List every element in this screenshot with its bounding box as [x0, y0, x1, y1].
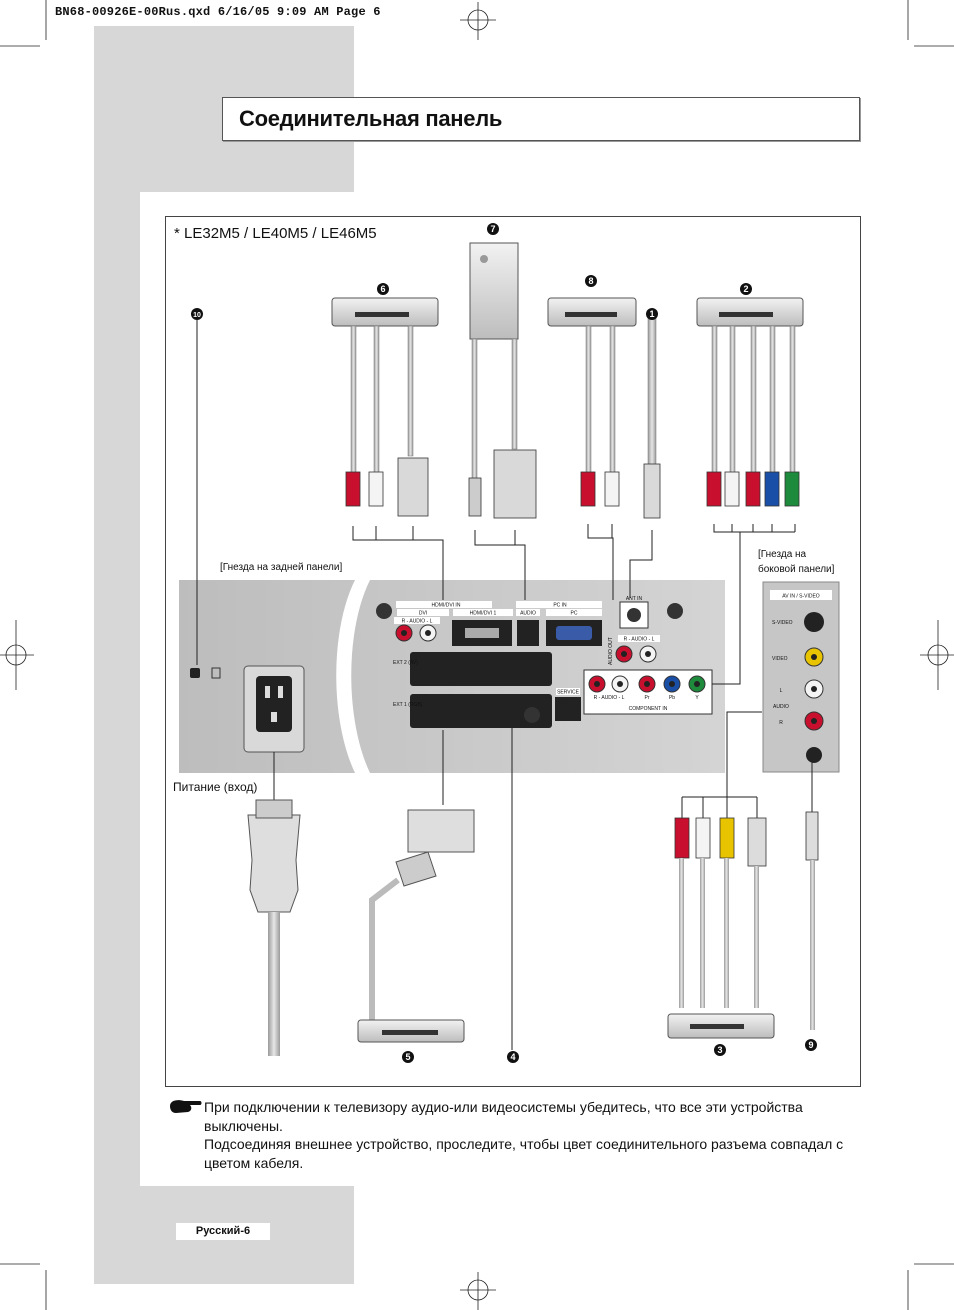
plug-red	[580, 471, 596, 507]
margin-strip-left	[94, 26, 140, 1284]
svg-text:8: 8	[588, 276, 593, 286]
side-jacks-label-line2: боковой панели]	[758, 564, 835, 575]
antenna-plug	[643, 463, 661, 519]
device-3-vcr-icon	[667, 1013, 775, 1039]
rear-jacks-label: [Гнезда на задней панели]	[220, 562, 343, 573]
audio-label: AUDIO	[520, 611, 536, 617]
callout-3	[714, 1044, 726, 1056]
svg-text:10: 10	[193, 312, 201, 319]
note-line-2: Подсоединяя внешнее устройство, проследи…	[204, 1136, 844, 1171]
svg-text:7: 7	[490, 224, 495, 234]
ant-in-label: ANT IN	[626, 596, 643, 602]
scart-ext2-jack-icon	[410, 652, 552, 686]
y-label: Y	[695, 695, 699, 701]
pc-in-label: PC IN	[553, 603, 567, 609]
dvi-audio-rl-label: R - AUDIO - L	[402, 619, 433, 625]
plug-yellow	[719, 817, 735, 859]
audio-out-rl-label: R - AUDIO - L	[624, 637, 655, 643]
svg-text:6: 6	[380, 284, 385, 294]
pointing-hand-icon	[170, 1100, 202, 1113]
ext2-label: EXT 2 (AV)	[393, 660, 418, 666]
plug-green	[784, 471, 800, 507]
device-6-dvd-icon	[331, 297, 439, 327]
callout-8	[585, 275, 597, 287]
device-7-pc-icon	[469, 242, 519, 340]
callout-6	[377, 283, 389, 295]
svg-text:5: 5	[405, 1052, 410, 1062]
callout-9	[805, 1039, 817, 1051]
hdmi-dvi-in-label: HDMI/DVI IN	[432, 603, 461, 609]
device-2-dvd-icon	[696, 297, 804, 327]
hdmi-dvi-plug	[397, 457, 429, 517]
svg-text:4: 4	[510, 1052, 515, 1062]
side-panel	[762, 581, 840, 773]
av-in-svideo-label: AV IN / S-VIDEO	[782, 594, 820, 600]
model-list: * LE32M5 / LE40M5 / LE46M5	[174, 225, 377, 242]
callout-7	[487, 223, 499, 235]
vga-plug	[493, 449, 537, 519]
side-audio-l-label: L	[780, 688, 783, 694]
pc-label: PC	[571, 611, 578, 617]
plug-red	[745, 471, 761, 507]
scart-ext1-jack-icon	[410, 694, 552, 728]
power-socket	[256, 676, 292, 732]
note-text: При подключении к телевизору аудио-или в…	[204, 1098, 844, 1172]
page-title: Соединительная панель	[239, 106, 503, 131]
callout-5	[402, 1051, 414, 1063]
component-in-label: COMPONENT IN	[629, 706, 668, 712]
ext1-label: EXT 1 (RGB)	[393, 702, 423, 708]
audio-out-label: AUDIO OUT	[608, 637, 614, 665]
side-svideo-jack-icon	[804, 612, 824, 632]
title-box: Соединительная панель	[222, 97, 860, 141]
hdmi-dvi-1-label: HDMI/DVI 1	[470, 611, 497, 617]
callout-4	[507, 1051, 519, 1063]
callout-10	[191, 308, 203, 320]
scart-cable-icon	[369, 809, 475, 1020]
headphone-jack-icon	[806, 747, 822, 763]
svg-text:2: 2	[743, 284, 748, 294]
service-jack-icon	[555, 697, 581, 721]
callout-1	[646, 308, 658, 320]
side-audio-r-label: R	[779, 720, 783, 726]
plug-red	[674, 817, 690, 859]
component-audio-rl-label: R - AUDIO - L	[594, 695, 625, 701]
page-number-label: Русский-6	[176, 1223, 270, 1240]
service-label: SERVICE	[557, 690, 580, 696]
plug-white	[724, 471, 740, 507]
device-5-vcr-icon	[357, 1019, 465, 1043]
power-input-label: Питание (вход)	[173, 780, 258, 794]
device-8-dvd-icon	[547, 297, 637, 327]
plug-white	[695, 817, 711, 859]
plug-white	[604, 471, 620, 507]
file-header: BN68-00926E-00Rus.qxd 6/16/05 9:09 AM Pa…	[55, 5, 381, 19]
plug-white	[368, 471, 384, 507]
audio-mini-plug	[468, 477, 482, 517]
pr-label: Pr	[645, 695, 650, 701]
pc-audio-jack-icon	[517, 620, 539, 646]
side-jacks-label-line1: [Гнезда на	[758, 549, 807, 560]
side-audio-label: AUDIO	[773, 704, 789, 710]
callout-2	[740, 283, 752, 295]
video-label: VIDEO	[772, 656, 788, 662]
svg-text:9: 9	[808, 1040, 813, 1050]
headphone-plug	[805, 811, 819, 861]
kensington-lock-icon	[190, 668, 200, 678]
plug-blue	[764, 471, 780, 507]
svideo-plug	[747, 817, 767, 867]
pb-label: Pb	[669, 695, 675, 701]
power-cable-icon	[247, 799, 301, 1056]
plug-red	[706, 471, 722, 507]
svg-text:3: 3	[717, 1045, 722, 1055]
dvi-label: DVI	[419, 611, 427, 617]
plug-red	[345, 471, 361, 507]
s-video-label: S-VIDEO	[772, 620, 793, 626]
rear-panel-curve	[336, 580, 370, 773]
svg-text:1: 1	[649, 309, 654, 319]
note-line-1: При подключении к телевизору аудио-или в…	[204, 1099, 803, 1134]
